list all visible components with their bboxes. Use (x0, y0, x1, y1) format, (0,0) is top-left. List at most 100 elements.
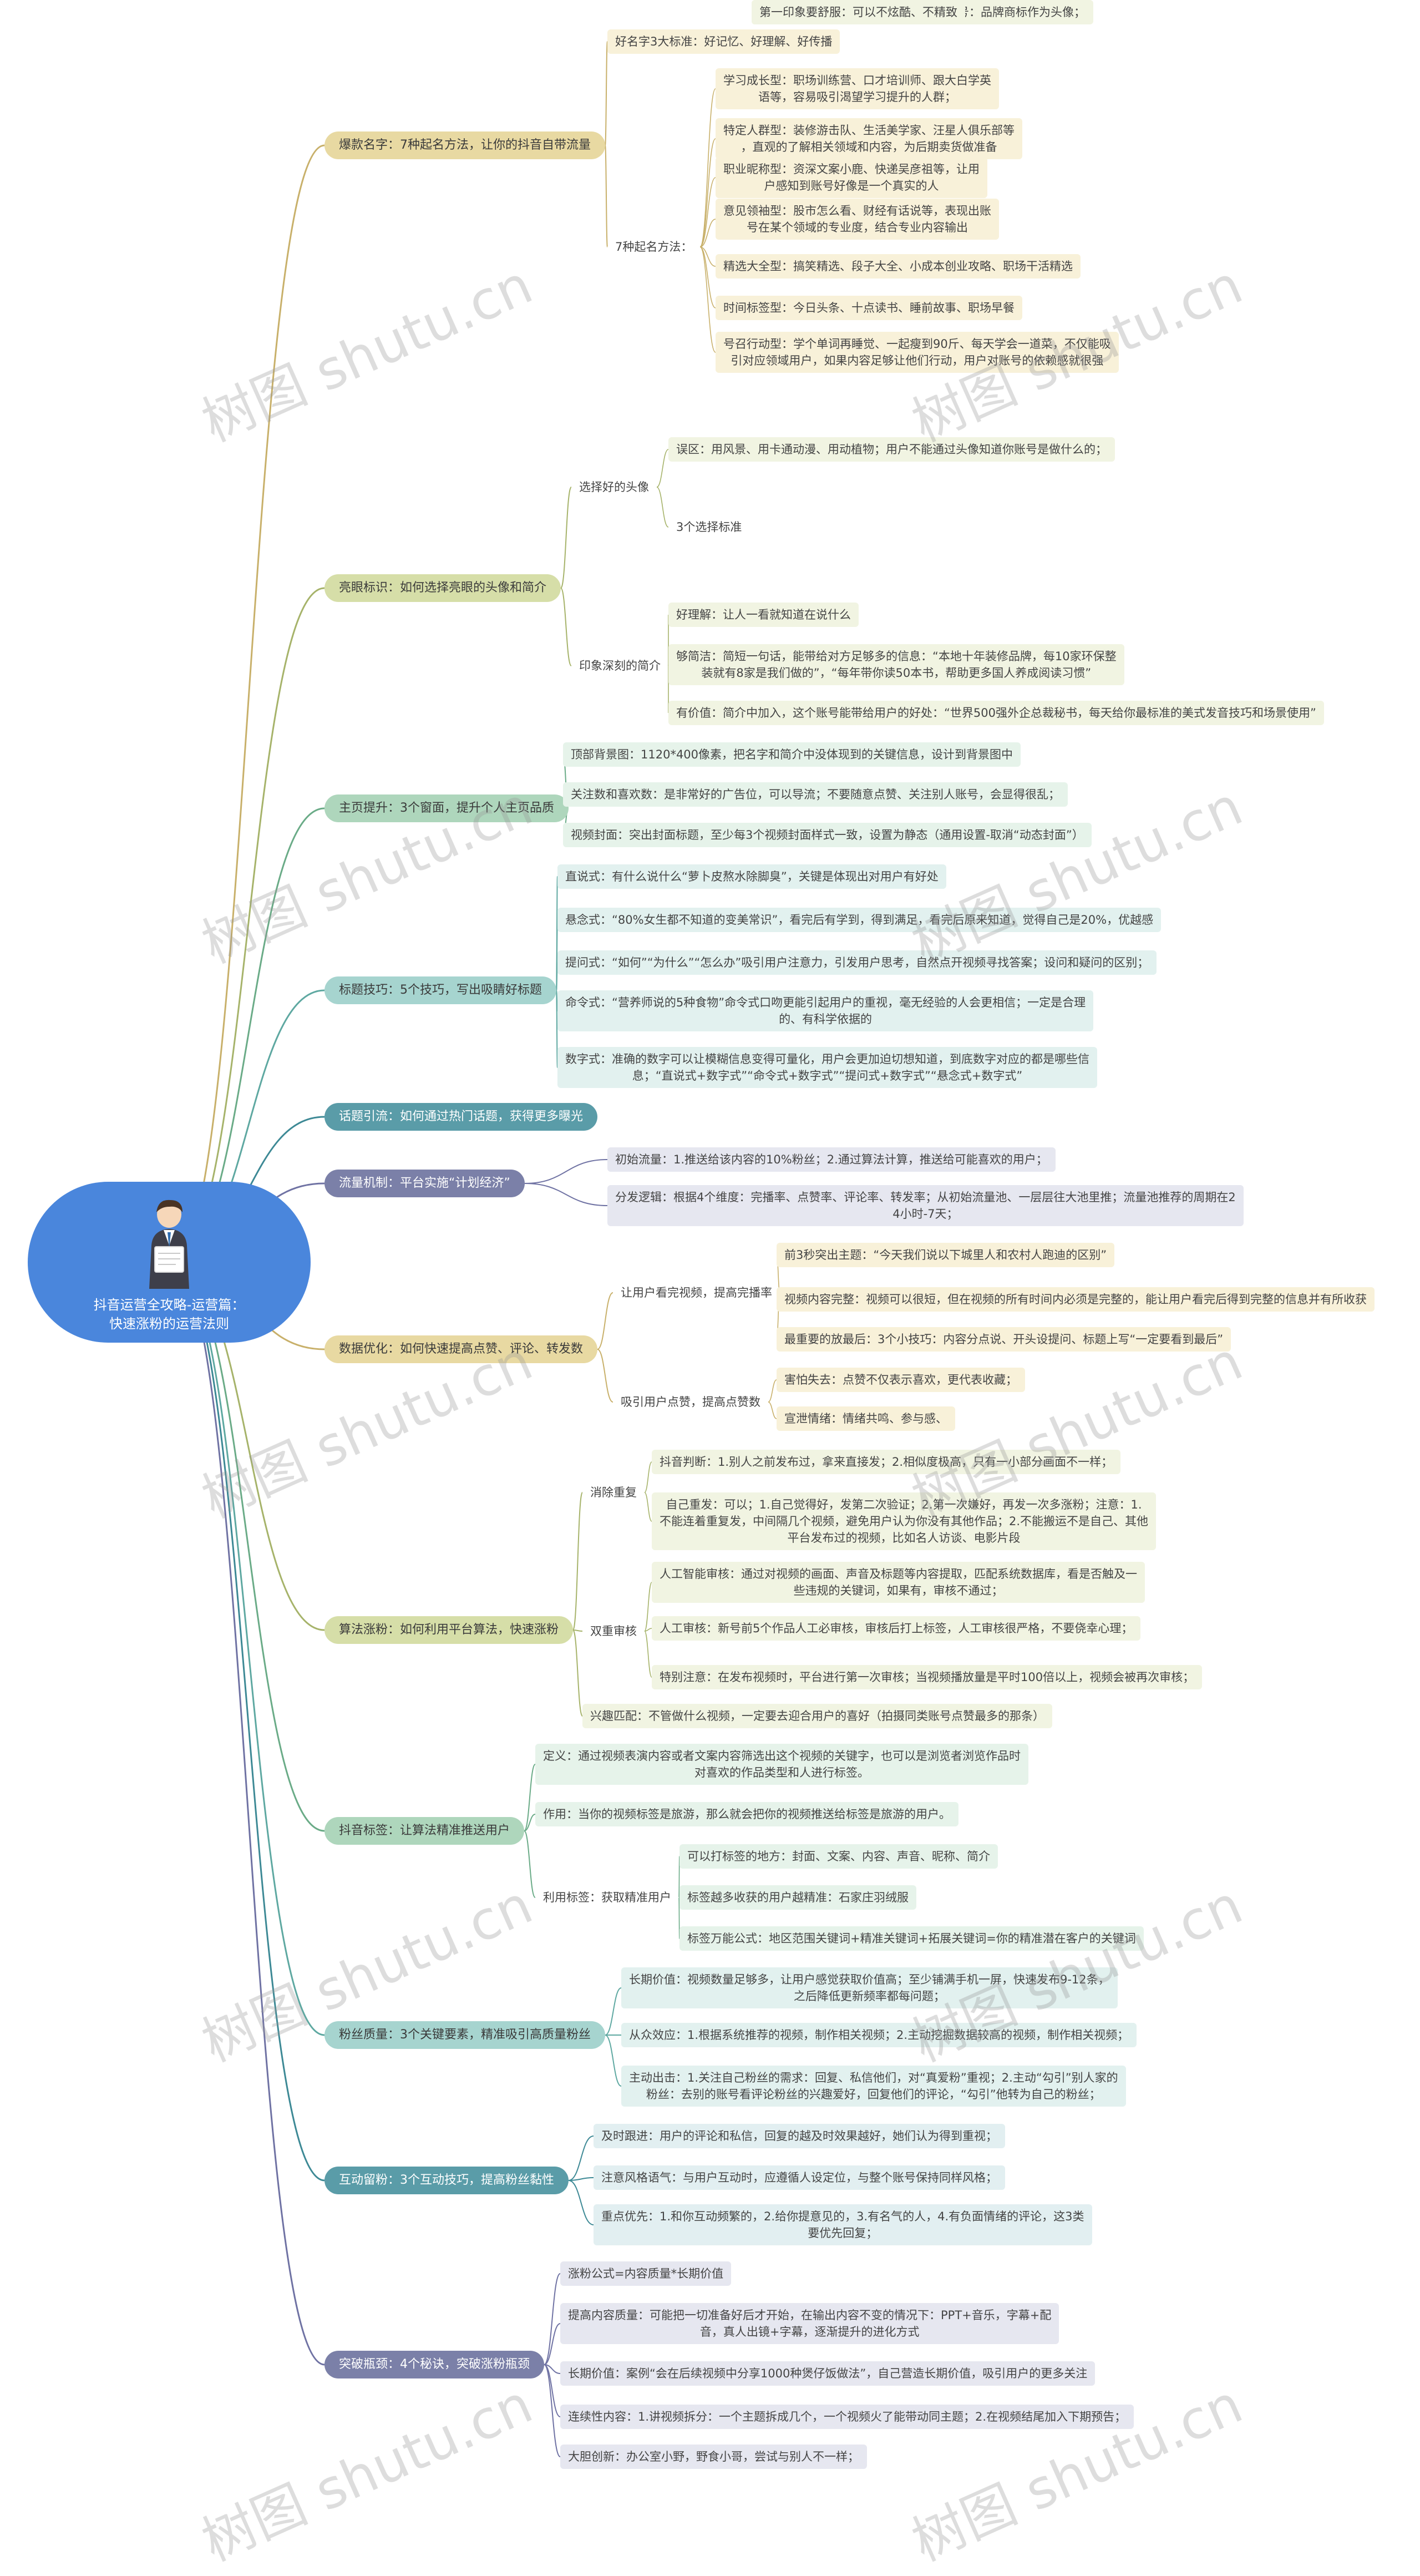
branch-8-sub-2-3[interactable]: 特别注意：在发布视频时，平台进行第一次审核；当视频播放量是平时100倍以上，视频… (652, 1665, 1203, 1689)
branch-12-item-4[interactable]: 连续性内容：1.讲视频拆分：一个主题拆成几个，一个视频火了能带动同主题；2.在视… (560, 2405, 1134, 2429)
branch-4-item-2[interactable]: 悬念式：“80%女生都不知道的变美常识”，看完后有学到，得到满足，看完后原来知道… (557, 908, 1162, 932)
branch-7-item-1[interactable]: 让用户看完视频，提高完播率 (613, 1281, 780, 1305)
branch-4-item-4[interactable]: 命令式：“营养师说的5种食物”命令式口吻更能引起用户的重视，毫无经验的人会更相信… (557, 990, 1094, 1031)
branch-2-leaf-1-2-3[interactable]: 第一印象要舒服：可以不炫酷、不精致 (752, 0, 965, 24)
branch-8-item-2[interactable]: 双重审核 (582, 1619, 645, 1643)
branch-3-item-1[interactable]: 顶部背景图：1120*400像素，把名字和简介中没体现到的关键信息，设计到背景图… (563, 742, 1021, 767)
node-text-line: 标签万能公式：地区范围关键词+精准关键词+拓展关键词=你的精准潜在客户的关键词 (687, 1932, 1136, 1945)
branch-7-sub-2-2[interactable]: 宣泄情绪：情绪共鸣、参与感、 (777, 1406, 955, 1431)
node-text-line: 分发逻辑：根据4个维度：完播率、点赞率、评论率、转发率；从初始流量池、一层层往大… (615, 1191, 1236, 1204)
branch-6[interactable]: 流量机制：平台实施“计划经济” (324, 1170, 525, 1197)
branch-8-item-3[interactable]: 兴趣匹配：不管做什么视频，一定要去迎合用户的喜好（拍摄同类账号点赞最多的那条） (582, 1704, 1052, 1728)
branch-9-sub-3-3[interactable]: 标签万能公式：地区范围关键词+精准关键词+拓展关键词=你的精准潜在客户的关键词 (679, 1926, 1144, 1951)
branch-2[interactable]: 亮眼标识：如何选择亮眼的头像和简介 (324, 574, 561, 602)
node-text-line: 人工智能审核：通过对视频的画面、声音及标题等内容提取，匹配系统数据库，看是否触及… (660, 1567, 1137, 1581)
branch-2-sub-2-3[interactable]: 有价值：简介中加入，这个账号能带给用户的好处：“世界500强外企总裁秘书，每天给… (668, 701, 1324, 725)
branch-6-item-2[interactable]: 分发逻辑：根据4个维度：完播率、点赞率、评论率、转发率；从初始流量池、一层层往大… (607, 1185, 1244, 1226)
node-text-line: 提高内容质量：可能把一切准备好后才开始，在输出内容不变的情况下：PPT+音乐，字… (568, 2309, 1052, 2322)
root-node[interactable]: 抖音运营全攻略-运营篇： 快速涨粉的运营法则 (28, 1182, 311, 1343)
node-text-line: 流量机制：平台实施“计划经济” (339, 1176, 510, 1190)
branch-9-item-1[interactable]: 定义：通过视频表演内容或者文案内容筛选出这个视频的关键字，也可以是浏览者浏览作品… (535, 1744, 1028, 1785)
branch-3[interactable]: 主页提升：3个窗面，提升个人主页品质 (324, 794, 569, 822)
branch-12[interactable]: 突破瓶颈：4个秘诀，突破涨粉瓶颈 (324, 2351, 544, 2378)
branch-7-sub-1-2[interactable]: 视频内容完整：视频可以很短，但在视频的所有时间内必须是完整的，能让用户看完后得到… (777, 1287, 1375, 1312)
branch-2-item-1[interactable]: 选择好的头像 (571, 475, 657, 499)
branch-8-sub-2-1[interactable]: 人工智能审核：通过对视频的画面、声音及标题等内容提取，匹配系统数据库，看是否触及… (652, 1562, 1145, 1603)
branch-10-item-1[interactable]: 长期价值：视频数量足够多，让用户感觉获取价值高；至少铺满手机一屏，快速发布9-1… (621, 1967, 1118, 2008)
branch-2-sub-1-2[interactable]: 3个选择标准 (668, 515, 749, 539)
branch-10-item-3[interactable]: 主动出击：1.关注自己粉丝的需求：回复、私信他们，对“真爱粉”重视；2.主动“勾… (621, 2066, 1126, 2107)
branch-8-sub-1-1[interactable]: 抖音判断：1.别人之前发布过，拿来直接发；2.相似度极高，只有一小部分画面不一样… (652, 1450, 1121, 1474)
branch-7[interactable]: 数据优化：如何快速提高点赞、评论、转发数 (324, 1335, 598, 1363)
branch-9-sub-3-2[interactable]: 标签越多收获的用户越精准：石家庄羽绒服 (679, 1885, 916, 1910)
branch-2-sub-2-2[interactable]: 够简洁：简短一句话，能带给对方足够多的信息：“本地十年装修品牌，每10家环保整装… (668, 644, 1124, 685)
branch-1-sub-2-3[interactable]: 职业昵称型：资深文案小鹿、快递吴彦祖等，让用户感知到账号好像是一个真实的人 (716, 157, 987, 198)
branch-8[interactable]: 算法涨粉：如何利用平台算法，快速涨粉 (324, 1616, 574, 1644)
node-text-line: 长期价值：案例“会在后续视频中分享1000种煲仔饭做法”，自己营造长期价值，吸引… (568, 2367, 1088, 2380)
branch-4-item-3[interactable]: 提问式：“如何”“为什么”“怎么办”吸引用户注意力，引发用户思考，自然点开视频寻… (557, 950, 1157, 975)
branch-11-item-2[interactable]: 注意风格语气：与用户互动时，应遵循人设定位，与整个账号保持同样风格； (594, 2165, 1005, 2190)
node-text-line: 号在某个领域的专业度，结合专业内容输出 (747, 221, 968, 234)
branch-9-item-2[interactable]: 作用：当你的视频标签是旅游，那么就会把你的视频推送给标签是旅游的用户。 (535, 1802, 958, 1826)
node-text-line: 互动留粉：3个互动技巧，提高粉丝黏性 (339, 2173, 554, 2187)
branch-7-sub-2-1[interactable]: 害怕失去：点赞不仅表示喜欢，更代表收藏； (777, 1368, 1025, 1392)
node-text-line: 可以打标签的地方：封面、文案、内容、声音、昵称、简介 (687, 1850, 990, 1863)
branch-1-sub-2-5[interactable]: 精选大全型：搞笑精选、段子大全、小成本创业攻略、职场干活精选 (716, 254, 1081, 279)
branch-12-item-5[interactable]: 大胆创新：办公室小野，野食小哥，尝试与别人不一样； (560, 2445, 867, 2469)
node-text-line: 不能连着重复发，中间隔几个视频，避免用户认为你没有其他作品；2.不能搬运不是自己… (660, 1515, 1149, 1528)
branch-5[interactable]: 话题引流：如何通过热门话题，获得更多曝光 (324, 1103, 598, 1131)
branch-1-sub-2-6[interactable]: 时间标签型：今日头条、十点读书、睡前故事、职场早餐 (716, 296, 1022, 320)
branch-3-item-3[interactable]: 视频封面：突出封面标题，至少每3个视频封面样式一致，设置为静态（通用设置-取消“… (563, 823, 1092, 847)
node-text-line: 装就有8家是我们做的”，“每年带你读50本书，帮助更多国人养成阅读习惯” (701, 666, 1092, 680)
branch-12-item-3[interactable]: 长期价值：案例“会在后续视频中分享1000种煲仔饭做法”，自己营造长期价值，吸引… (560, 2361, 1096, 2386)
branch-1-item-2[interactable]: 7种起名方法： (607, 235, 700, 259)
branch-1-item-1[interactable]: 好名字3大标准：好记忆、好理解、好传播 (607, 29, 840, 54)
node-text-line: 平台发布过的视频，比如名人访谈、电影片段 (787, 1531, 1021, 1545)
node-text-line: 户感知到账号好像是一个真实的人 (764, 179, 939, 193)
branch-8-item-1[interactable]: 消除重复 (582, 1480, 645, 1505)
branch-12-item-1[interactable]: 涨粉公式=内容质量*长期价值 (560, 2261, 732, 2286)
branch-2-item-2[interactable]: 印象深刻的简介 (571, 654, 668, 678)
branch-7-item-2[interactable]: 吸引用户点赞，提高点赞数 (613, 1390, 768, 1414)
branch-8-sub-2-2[interactable]: 人工审核：新号前5个作品人工必审核，审核后打上标签，人工审核很严格，不要侥幸心理… (652, 1616, 1141, 1641)
node-text-line: 特定人群型：装修游击队、生活美学家、汪星人俱乐部等 (723, 124, 1015, 137)
node-text-line: 选择好的头像 (579, 480, 649, 494)
branch-12-item-2[interactable]: 提高内容质量：可能把一切准备好后才开始，在输出内容不变的情况下：PPT+音乐，字… (560, 2303, 1059, 2344)
branch-1-sub-2-7[interactable]: 号召行动型：学个单词再睡觉、一起瘦到90斤、每天学会一道菜，不仅能吸引对应领域用… (716, 332, 1119, 373)
branch-10[interactable]: 粉丝质量：3个关键要素，精准吸引高质量粉丝 (324, 2021, 605, 2049)
branch-1[interactable]: 爆款名字：7种起名方法，让你的抖音自带流量 (324, 131, 605, 159)
branch-1-sub-2-4[interactable]: 意见领袖型：股市怎么看、财经有话说等，表现出账号在某个领域的专业度，结合专业内容… (716, 199, 999, 240)
node-text-line: 好名字3大标准：好记忆、好理解、好传播 (615, 35, 833, 48)
branch-11-item-3[interactable]: 重点优先：1.和你互动频繁的，2.给你提意见的，3.有名气的人，4.有负面情绪的… (594, 2204, 1092, 2245)
branch-1-sub-2-1[interactable]: 学习成长型：职场训练营、口才培训师、跟大白学英语等，容易吸引渴望学习提升的人群； (716, 68, 999, 109)
node-text-line: 主页提升：3个窗面，提升个人主页品质 (339, 801, 554, 815)
branch-4-item-5[interactable]: 数字式：准确的数字可以让模糊信息变得可量化，用户会更加迫切想知道，到底数字对应的… (557, 1047, 1097, 1088)
branch-7-sub-1-1[interactable]: 前3秒突出主题：“今天我们说以下城里人和农村人跑迪的区别” (777, 1243, 1115, 1267)
node-text-line: 害怕失去：点赞不仅表示喜欢，更代表收藏； (784, 1373, 1017, 1386)
branch-11[interactable]: 互动留粉：3个互动技巧，提高粉丝黏性 (324, 2167, 569, 2194)
branch-2-sub-1-1[interactable]: 误区：用风景、用卡通动漫、用动植物；用户不能通过头像知道你账号是做什么的； (668, 437, 1115, 462)
root-title-line1: 抖音运营全攻略-运营篇： (93, 1297, 245, 1313)
node-text-line: 标题技巧：5个技巧，写出吸睛好标题 (339, 983, 542, 997)
node-text-line: 主动出击：1.关注自己粉丝的需求：回复、私信他们，对“真爱粉”重视；2.主动“勾… (629, 2071, 1118, 2084)
branch-6-item-1[interactable]: 初始流量：1.推送给该内容的10%粉丝；2.通过算法计算，推送给可能喜欢的用户； (607, 1147, 1056, 1172)
node-text-line: 数字式：准确的数字可以让模糊信息变得可量化，用户会更加迫切想知道，到底数字对应的… (565, 1052, 1089, 1066)
branch-2-sub-2-1[interactable]: 好理解：让人一看就知道在说什么 (668, 603, 859, 627)
branch-1-sub-2-2[interactable]: 特定人群型：装修游击队、生活美学家、汪星人俱乐部等，直观的了解相关领域和内容，为… (716, 118, 1022, 159)
node-text-line: 有价值：简介中加入，这个账号能带给用户的好处：“世界500强外企总裁秘书，每天给… (676, 706, 1316, 720)
branch-9[interactable]: 抖音标签：让算法精准推送用户 (324, 1817, 525, 1845)
branch-11-item-1[interactable]: 及时跟进：用户的评论和私信，回复的越及时效果越好，她们认为得到重视； (594, 2124, 1005, 2148)
branch-3-item-2[interactable]: 关注数和喜欢数：是非常好的广告位，可以导流；不要随意点赞、关注别人账号，会显得很… (563, 782, 1068, 807)
branch-7-sub-1-3[interactable]: 最重要的放最后：3个小技巧：内容分点说、开头设提问、标题上写“一定要看到最后” (777, 1327, 1231, 1352)
branch-9-sub-3-1[interactable]: 可以打标签的地方：封面、文案、内容、声音、昵称、简介 (679, 1844, 998, 1869)
branch-4-item-1[interactable]: 直说式：有什么说什么“萝卜皮熬水除脚臭”，关键是体现出对用户有好处 (557, 864, 946, 889)
node-text-line: 关注数和喜欢数：是非常好的广告位，可以导流；不要随意点赞、关注别人账号，会显得很… (571, 788, 1060, 801)
node-text-line: 粉丝质量：3个关键要素，精准吸引高质量粉丝 (339, 2028, 591, 2042)
root-title-line2: 快速涨粉的运营法则 (109, 1316, 229, 1332)
branch-4[interactable]: 标题技巧：5个技巧，写出吸睛好标题 (324, 976, 556, 1004)
branch-8-sub-1-2[interactable]: 自己重发：可以；1.自己觉得好，发第二次验证；2.第一次嫌好，再发一次多涨粉；注… (652, 1492, 1157, 1550)
node-text-line: 引对应领域用户，如果内容足够让他们行动，用户对账号的依赖感就很强 (731, 354, 1104, 367)
branch-9-item-3[interactable]: 利用标签：获取精准用户 (535, 1885, 679, 1910)
node-text-line: 兴趣匹配：不管做什么视频，一定要去迎合用户的喜好（拍摄同类账号点赞最多的那条） (590, 1709, 1044, 1723)
branch-10-item-2[interactable]: 从众效应：1.根据系统推荐的视频，制作相关视频；2.主动挖掘数据较高的视频，制作… (621, 2023, 1137, 2047)
